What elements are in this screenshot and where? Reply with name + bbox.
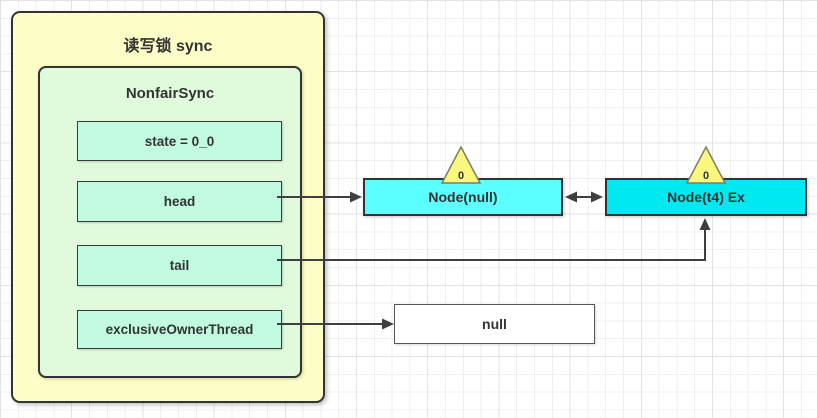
rwlock-sync-title: 读写锁 sync: [123, 38, 213, 55]
node-t4-ex-box: Node(t4) Ex: [605, 178, 807, 216]
field-state: state = 0_0: [77, 121, 282, 161]
rwlock-sync-container: 读写锁 sync NonfairSync state = 0_0 head ta…: [11, 11, 325, 403]
null-value-box: null: [394, 304, 595, 344]
field-head: head: [77, 181, 282, 222]
field-tail: tail: [77, 245, 282, 286]
nonfairsync-container: NonfairSync state = 0_0 head tail exclus…: [38, 66, 302, 378]
node-null-box: Node(null): [363, 178, 563, 216]
edge-node-null-node-t4-double-arrow: [565, 191, 603, 203]
nonfairsync-title: NonfairSync: [125, 85, 215, 102]
edge-tail-to-node-t4: [277, 218, 711, 261]
field-exclusive-owner-thread: exclusiveOwnerThread: [77, 310, 282, 349]
